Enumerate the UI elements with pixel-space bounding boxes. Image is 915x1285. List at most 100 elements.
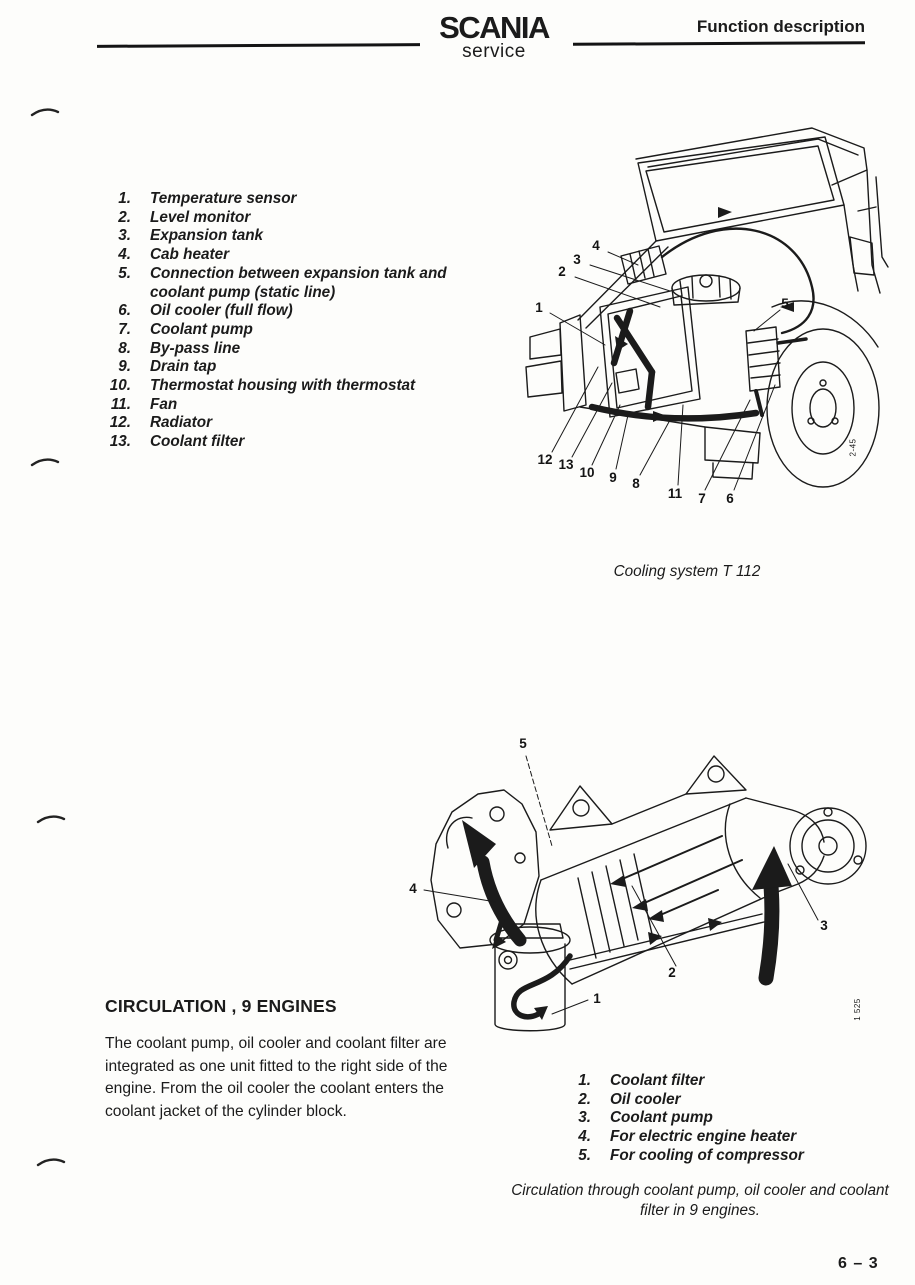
list-item: 5. For cooling of compressor bbox=[565, 1147, 895, 1166]
callout-5: 5 bbox=[519, 736, 527, 751]
list-item-number: 4. bbox=[118, 246, 131, 264]
list-item-label: Radiator bbox=[150, 414, 213, 432]
filter-inlet-arrow bbox=[493, 917, 505, 943]
list-item: 13. Coolant filter bbox=[105, 433, 467, 452]
circulation-heading: CIRCULATION , 9 ENGINES bbox=[105, 996, 337, 1016]
list-item-label: Coolant pump bbox=[150, 320, 253, 338]
callout-4: 4 bbox=[409, 881, 417, 896]
coolant-pump-unit-diagram: 5 4 3 2 1 bbox=[409, 736, 867, 1032]
callout-2: 2 bbox=[668, 965, 676, 980]
list-item: 8. By-pass line bbox=[105, 340, 467, 359]
callout-5: 5 bbox=[781, 296, 789, 311]
list-item-label: Expansion tank bbox=[150, 227, 264, 245]
truck-callouts: 4 3 2 1 5 12 13 10 9 8 11 7 6 bbox=[535, 238, 789, 506]
list-item-number: 5. bbox=[578, 1146, 591, 1164]
list-item-number: 4. bbox=[578, 1128, 591, 1146]
list-item-label: For electric engine heater bbox=[610, 1128, 797, 1146]
list-item-number: 5. bbox=[118, 264, 131, 282]
list-item-number: 2. bbox=[578, 1090, 591, 1108]
list-item-number: 1. bbox=[578, 1072, 591, 1089]
list-item: 1.Coolant filter bbox=[565, 1072, 895, 1091]
list-item-label: Coolant filter bbox=[150, 433, 245, 451]
pump-figure-caption: Circulation through coolant pump, oil co… bbox=[511, 1182, 889, 1219]
list-item: 10. Thermostat housing with thermostat bbox=[105, 377, 467, 396]
list-item: 3. Coolant pump bbox=[565, 1109, 895, 1128]
truck-line-art bbox=[525, 127, 889, 488]
pump-callouts: 5 4 3 2 1 bbox=[409, 736, 828, 1006]
fold-mark bbox=[30, 458, 60, 467]
list-item-number: 2. bbox=[118, 208, 131, 226]
list-item-number: 6. bbox=[118, 302, 131, 320]
list-item-number: 9. bbox=[118, 358, 131, 376]
list-item-label: For cooling of compressor bbox=[610, 1146, 804, 1164]
callout-9: 9 bbox=[609, 470, 617, 485]
list-item-label: Oil cooler bbox=[610, 1090, 681, 1108]
list-item-label: Connection between expansion tank and co… bbox=[150, 264, 447, 301]
list-item: 9. Drain tap bbox=[105, 358, 467, 377]
flow-arrow-up-head bbox=[752, 846, 792, 890]
callout-1: 1 bbox=[593, 991, 601, 1006]
callout-12: 12 bbox=[537, 452, 552, 467]
truck-figure-reference: 2-45 bbox=[848, 438, 858, 457]
header-rule-right bbox=[572, 41, 866, 46]
list-item-number: 3. bbox=[118, 227, 131, 245]
filter-s-flow-arrow bbox=[511, 953, 573, 1020]
header-rule-left bbox=[96, 43, 421, 48]
list-item-label: Fan bbox=[150, 395, 178, 413]
scania-logo-subtitle: service bbox=[462, 41, 526, 62]
list-item-label: Temperature sensor bbox=[150, 190, 297, 207]
list-item-number: 8. bbox=[118, 339, 131, 357]
list-item-number: 12. bbox=[109, 414, 131, 432]
filter-s-flow-arrowhead bbox=[534, 1006, 548, 1020]
truck-leader-lines bbox=[549, 251, 781, 491]
list-item-number: 3. bbox=[578, 1109, 591, 1127]
fold-mark bbox=[36, 815, 66, 824]
list-item: 1. Temperature sensor bbox=[105, 190, 467, 209]
list-item-label: Cab heater bbox=[150, 246, 230, 264]
callout-13: 13 bbox=[558, 457, 574, 472]
callout-4: 4 bbox=[592, 238, 600, 253]
list-item-number: 11. bbox=[110, 395, 131, 413]
scania-logo: SCANIA bbox=[439, 10, 550, 45]
list-item: 5. Connection between expansion tank and … bbox=[105, 265, 467, 302]
callout-3: 3 bbox=[573, 252, 581, 267]
list-item-label: Drain tap bbox=[150, 358, 217, 376]
list-item: 4. Cab heater bbox=[105, 246, 467, 265]
fold-mark bbox=[36, 1158, 66, 1167]
list-item-label: By-pass line bbox=[150, 339, 241, 357]
flow-arrow-up-left bbox=[476, 855, 527, 947]
callout-2: 2 bbox=[558, 264, 566, 279]
callout-3: 3 bbox=[820, 918, 828, 933]
callout-7: 7 bbox=[698, 491, 706, 506]
truck-cooling-diagram: 4 3 2 1 5 12 13 10 9 8 11 7 6 bbox=[525, 127, 889, 506]
callout-8: 8 bbox=[632, 476, 640, 491]
list-item-number: 10. bbox=[109, 377, 131, 395]
list-item: 2. Oil cooler bbox=[565, 1091, 895, 1110]
list-item: 6.Oil cooler (full flow) bbox=[105, 302, 467, 321]
callout-1: 1 bbox=[535, 300, 543, 315]
list-item-label: Coolant pump bbox=[610, 1109, 713, 1127]
list-item-label: Level monitor bbox=[150, 208, 251, 226]
fold-mark bbox=[30, 108, 60, 117]
flow-arrow-up-left-head bbox=[462, 820, 496, 868]
list-item: 2. Level monitor bbox=[105, 209, 467, 228]
truck-flow-arrows bbox=[615, 207, 794, 422]
circulation-body-text: The coolant pump, oil cooler and coolant… bbox=[105, 1035, 448, 1120]
truck-static-line-hose bbox=[660, 227, 815, 335]
page-number: 6 – 3 bbox=[838, 1255, 879, 1272]
list-item: 11. Fan bbox=[105, 396, 467, 415]
list-item-number: 13. bbox=[109, 433, 131, 451]
callout-6: 6 bbox=[726, 491, 734, 506]
pump-leader-lines bbox=[423, 755, 819, 1015]
list-item-number: 1. bbox=[118, 190, 131, 207]
list-item: 3. Expansion tank bbox=[105, 227, 467, 246]
cooler-internal-arrows bbox=[619, 835, 743, 917]
list-item-number: 7. bbox=[118, 320, 131, 338]
callout-10: 10 bbox=[579, 465, 594, 480]
page-section-title: Function description bbox=[696, 17, 865, 36]
list-item: 7. Coolant pump bbox=[105, 321, 467, 340]
truck-hoses bbox=[588, 307, 760, 422]
list-item: 4. For electric engine heater bbox=[565, 1128, 895, 1147]
list-item-label: Thermostat housing with thermostat bbox=[150, 377, 416, 395]
